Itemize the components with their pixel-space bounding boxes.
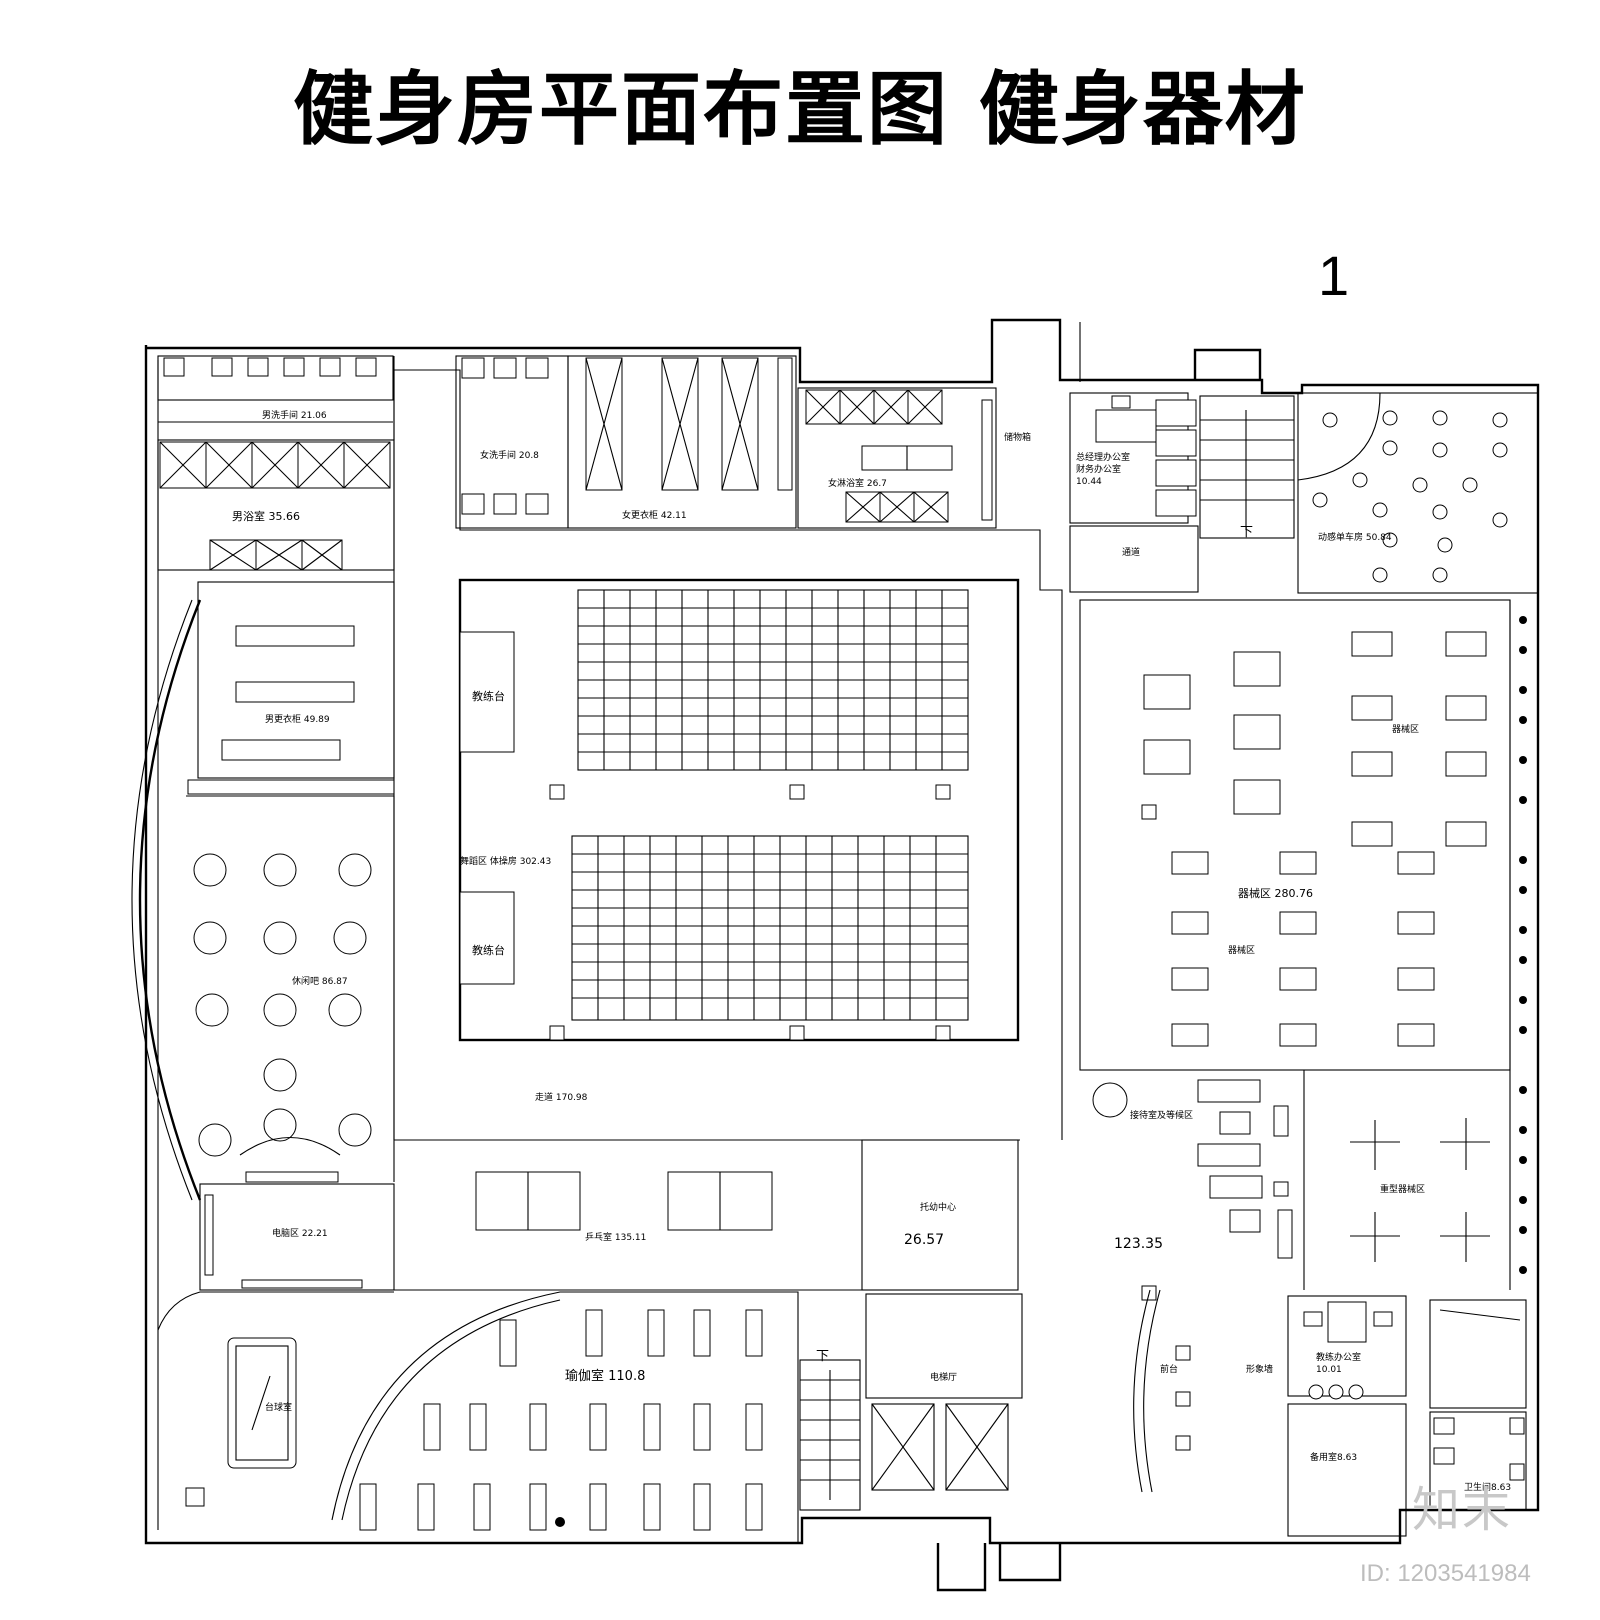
planter-strip: [1509, 600, 1527, 1290]
coach-stage-1-label: 教练台: [472, 689, 505, 703]
corridor-structure: 走道 170.98: [393, 369, 1063, 1141]
stair-north: 下: [1199, 395, 1295, 540]
coach-office-area-label: 10.01: [1316, 1365, 1342, 1375]
table-tennis-label: 乒乓室 135.11: [585, 1231, 646, 1243]
stair-down-label-1: 下: [1240, 525, 1253, 540]
mens-locker: 男更衣柜 49.89: [187, 581, 395, 795]
stair-down-label-2: 下: [816, 1349, 829, 1364]
heavy-equipment-area: 重型器械区: [1350, 1118, 1490, 1262]
coach-office: 教练办公室 10.01: [1287, 1295, 1407, 1400]
gm-office-label: 总经理办公室: [1076, 451, 1130, 463]
kids-center-label: 托幼中心: [920, 1201, 956, 1213]
sheet-number: 1: [1318, 244, 1350, 307]
womens-shower-label: 女淋浴室 26.7: [828, 477, 887, 489]
reception-lobby: 接待室及等候区 123.35: [1080, 1069, 1305, 1301]
small-passage: 通道: [1069, 525, 1199, 593]
step-platform-grid-bottom: [571, 835, 969, 1021]
mens-toilet-label: 男洗手间 21.06: [262, 409, 327, 421]
spin-bike-grid: [1312, 410, 1508, 583]
heavy-equipment-label: 重型器械区: [1380, 1183, 1425, 1195]
exterior-walls: [131, 318, 1540, 1592]
lounge-bar: 休闲吧 86.87: [186, 795, 395, 1183]
service-room-label: 卫生间8.63: [1464, 1481, 1511, 1493]
billiards-label: 台球室: [265, 1401, 292, 1413]
coach-office-label: 教练办公室: [1316, 1351, 1361, 1363]
service-room: 卫生间8.63: [1429, 1299, 1527, 1511]
front-desk: 前台 形象墙: [1133, 1289, 1273, 1493]
lobby-area-label: 123.35: [1114, 1236, 1163, 1252]
kids-area-label: 26.57: [904, 1232, 944, 1248]
front-desk-label: 前台: [1160, 1363, 1178, 1375]
spin-room: 动感单车房 50.84: [1297, 392, 1539, 594]
storage-label: 储物箱: [1004, 431, 1031, 443]
billiards-room: 台球室: [157, 1291, 394, 1507]
coach-stage-2-label: 教练台: [472, 943, 505, 957]
yoga-room: 瑜伽室 110.8: [331, 1291, 799, 1543]
dance-room-label: 舞蹈区 体操房 302.43: [460, 855, 551, 867]
spin-room-label: 动感单车房 50.84: [1318, 531, 1392, 543]
dance-room: 教练台 教练台 舞蹈区 体操房 302.43: [458, 578, 1020, 1042]
elevator-hall: 电梯厅: [865, 1293, 1023, 1491]
stair-south: 下: [799, 1349, 861, 1511]
mens-toilet: 男洗手间 21.06: [157, 355, 395, 440]
equipment-label-3: 器械区: [1228, 944, 1255, 956]
womens-shower: 女淋浴室 26.7 储物箱: [797, 387, 1031, 529]
office-area-label: 10.44: [1076, 477, 1102, 487]
drawing-title: 健身房平面布置图 健身器材: [293, 63, 1307, 156]
table-tennis-room: 乒乓室 135.11: [394, 1171, 862, 1291]
computer-area: 电脑区 22.21: [199, 1183, 395, 1291]
mens-locker-label: 男更衣柜 49.89: [265, 713, 330, 725]
womens-toilet-label: 女洗手间 20.8: [480, 449, 539, 461]
womens-toilet: 女洗手间 20.8: [455, 355, 569, 529]
equipment-area: 器械区 器械区 280.76 器械区: [1079, 599, 1511, 1071]
mens-shower: 男浴室 35.66: [157, 439, 395, 571]
step-platform-grid-top: [577, 589, 969, 771]
passage-label: 通道: [1122, 546, 1140, 558]
equipment-label-1: 器械区: [1392, 723, 1419, 735]
brand-watermark: 知末: [1412, 1482, 1513, 1538]
womens-locker: 女更衣柜 42.11: [567, 355, 797, 529]
mens-shower-label: 男浴室 35.66: [232, 509, 300, 523]
kids-center: 托幼中心 26.57: [861, 1139, 1019, 1291]
yoga-room-label: 瑜伽室 110.8: [565, 1368, 645, 1384]
elevator-hall-label: 电梯厅: [930, 1371, 957, 1383]
corridor-label: 走道 170.98: [535, 1091, 588, 1103]
finance-office-label: 财务办公室: [1076, 463, 1121, 475]
drawing-id: ID: 1203541984: [1360, 1560, 1531, 1587]
womens-locker-label: 女更衣柜 42.11: [622, 509, 687, 521]
gm-office: 总经理办公室 财务办公室 10.44: [1069, 392, 1197, 524]
computer-area-label: 电脑区 22.21: [272, 1227, 328, 1239]
equipment-label-2: 器械区 280.76: [1238, 886, 1313, 900]
reception-label: 接待室及等候区: [1130, 1109, 1193, 1121]
spare-room-label: 备用室8.63: [1310, 1451, 1357, 1463]
image-wall-label: 形象墙: [1246, 1363, 1273, 1375]
spare-room: 备用室8.63: [1287, 1403, 1407, 1537]
lounge-bar-label: 休闲吧 86.87: [292, 975, 348, 987]
